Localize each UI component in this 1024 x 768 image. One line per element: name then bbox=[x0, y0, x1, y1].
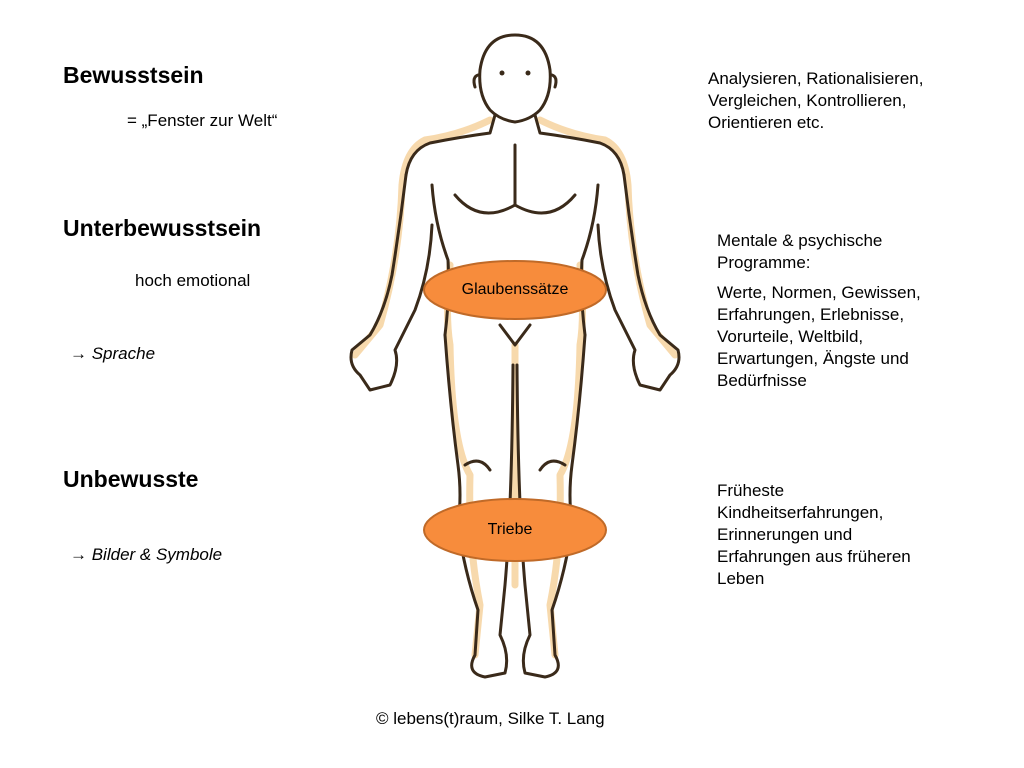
unbewusste-heading: Unbewusste bbox=[63, 466, 199, 492]
programme-title: Mentale & psychische Programme: bbox=[717, 231, 883, 272]
human-body-figure bbox=[349, 33, 681, 679]
glaubenssaetze-oval bbox=[423, 260, 607, 320]
triebe-oval bbox=[423, 498, 607, 562]
bewusstsein-description: Analysieren, Rationalisieren, Vergleiche… bbox=[708, 69, 924, 132]
programme-list: Werte, Normen, Gewissen, Erfahrungen, Er… bbox=[717, 283, 921, 390]
unterbewusstsein-heading: Unterbewusstsein bbox=[63, 215, 262, 241]
bewusstsein-subtitle: = „Fenster zur Welt“ bbox=[127, 111, 278, 130]
sprache-arrow-text: → Sprache bbox=[70, 344, 156, 363]
glaubenssaetze-label: Glaubenssätze bbox=[461, 281, 569, 298]
unterbewusstsein-subtitle: hoch emotional bbox=[135, 271, 251, 290]
bilder-symbole-arrow-text: → Bilder & Symbole bbox=[70, 545, 223, 564]
triebe-label: Triebe bbox=[487, 521, 533, 538]
unterbewusstsein-description: Mentale & psychische Programme: Werte, N… bbox=[717, 230, 947, 392]
unbewusste-description: Früheste Kindheitserfahrungen, Erinnerun… bbox=[717, 481, 911, 588]
copyright-footer: © lebens(t)raum, Silke T. Lang bbox=[376, 709, 605, 728]
bewusstsein-heading: Bewusstsein bbox=[63, 62, 204, 88]
